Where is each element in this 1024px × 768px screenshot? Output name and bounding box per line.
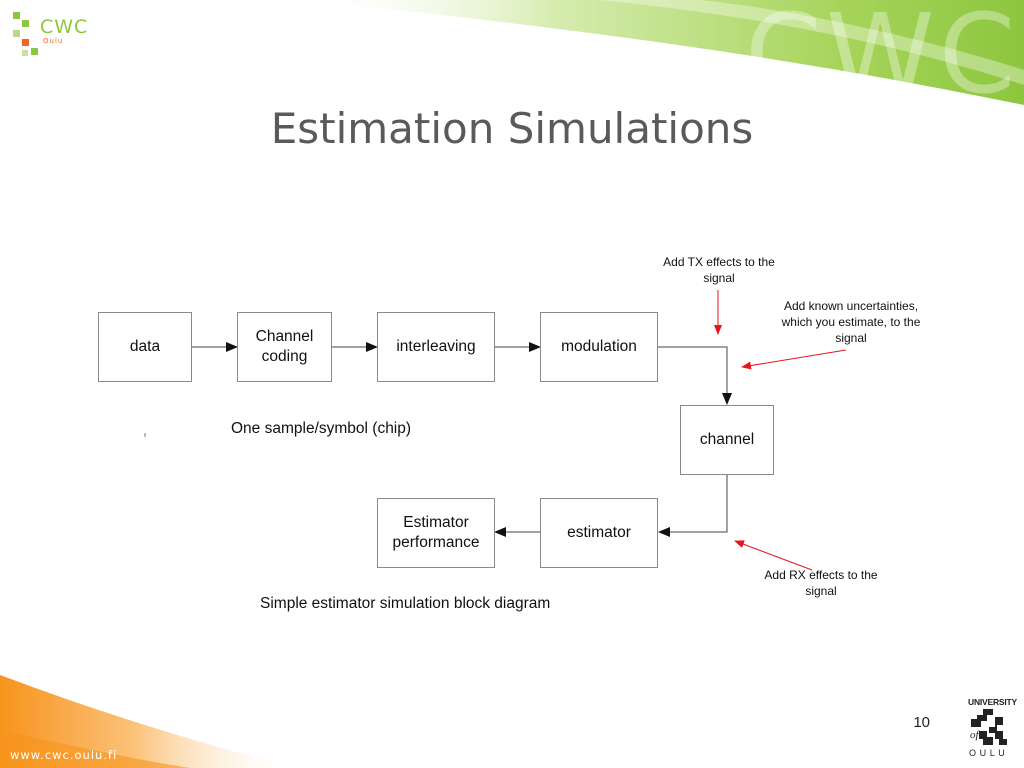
channel-block-label: channel [699, 431, 755, 448]
university-logo-of-text: of [970, 729, 979, 741]
university-logo-emblem [969, 707, 1009, 747]
rx-effects-note: Add RX effects to the signal [750, 567, 892, 599]
channel-coding-block: Channel coding [237, 312, 332, 382]
orange-swoosh-inner [0, 730, 190, 768]
channel-block: channel [680, 405, 774, 475]
performance-label-line1: Estimator [403, 514, 469, 531]
diagram-caption: Simple estimator simulation block diagra… [260, 595, 551, 612]
channel-coding-label-line1: Channel [255, 328, 314, 345]
rx-note-line1: Add RX effects to the [764, 568, 878, 582]
interleaving-block-label: interleaving [396, 338, 476, 355]
channel-coding-label-line2: coding [261, 348, 308, 365]
university-logo-bottom-text: OULU [969, 748, 1009, 758]
page-number: 10 [913, 714, 930, 731]
arrow-modulation-to-channel [658, 346, 732, 405]
estimator-block-label: estimator [567, 524, 631, 541]
rx-effects-arrow [734, 540, 813, 571]
uncertainties-note: Add known uncertainties, which you estim… [766, 298, 936, 346]
performance-label-line2: performance [392, 534, 480, 551]
sample-rate-label: One sample/symbol (chip) [231, 420, 412, 437]
cwc-logo-text: CWC [40, 16, 89, 38]
rx-note-line2: signal [805, 584, 837, 598]
orange-swoosh [0, 675, 300, 768]
slide-title: Estimation Simulations [270, 104, 754, 153]
university-logo-top-text: UNIVERSITY [968, 697, 1018, 707]
cwc-logo-squares [13, 12, 38, 56]
tx-note-line2: signal [703, 271, 735, 285]
data-block-label: data [129, 338, 161, 355]
green-swoosh [300, 0, 1024, 105]
estimator-block: estimator [540, 498, 658, 568]
estimator-performance-block: Estimator performance [377, 498, 495, 568]
green-swoosh-highlight [600, 0, 1024, 85]
modulation-block-label: modulation [561, 338, 637, 355]
unc-note-line1: Add known uncertainties, [783, 299, 919, 313]
tx-note-line1: Add TX effects to the [663, 255, 775, 269]
cwc-logo-subtext: Oulu [43, 37, 64, 45]
footer-url: www.cwc.oulu.fi [10, 748, 118, 762]
tx-effects-note: Add TX effects to the signal [648, 254, 790, 286]
uncertainties-arrow [741, 349, 847, 370]
cwc-watermark: CWC [745, 0, 1020, 118]
unc-note-line3: signal [835, 331, 867, 345]
unc-note-line2: which you estimate, to the [781, 315, 921, 329]
modulation-block: modulation [540, 312, 658, 382]
data-block: data [98, 312, 192, 382]
arrow-channel-to-estimator [658, 475, 728, 537]
interleaving-block: interleaving [377, 312, 495, 382]
